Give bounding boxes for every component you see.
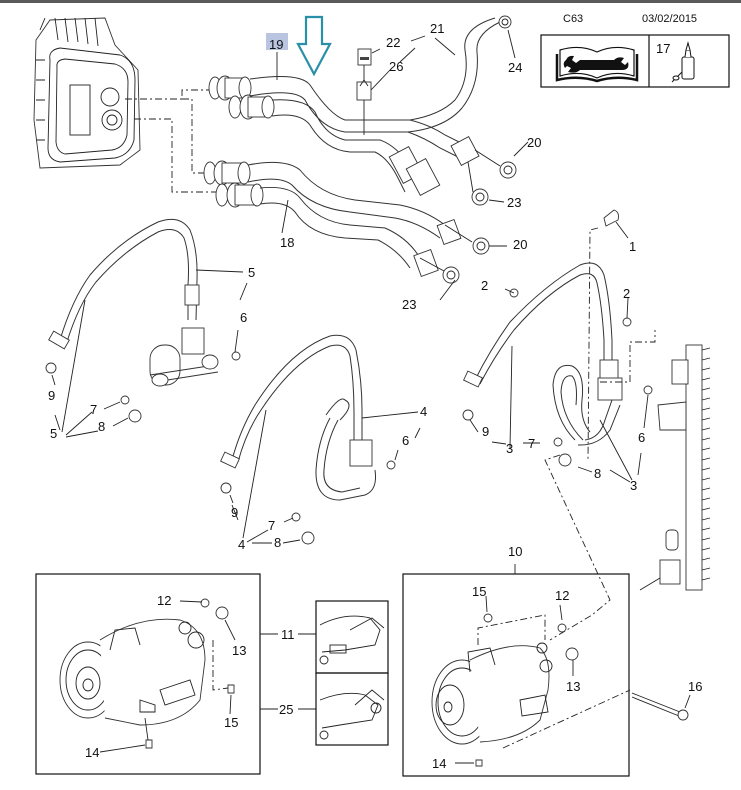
callout-23-upper[interactable]: 23: [507, 195, 521, 210]
callout-9-center[interactable]: 9: [231, 505, 238, 520]
detail-11-drawing: [319, 615, 385, 665]
clamp-23-lower[interactable]: [442, 266, 460, 284]
callout-7-left[interactable]: 7: [90, 402, 97, 417]
callout-4-upper[interactable]: 4: [420, 404, 427, 419]
evaporator-housing: [33, 17, 141, 169]
callout-25[interactable]: 25: [279, 702, 293, 717]
callout-14-right[interactable]: 14: [432, 756, 446, 771]
callout-10[interactable]: 10: [508, 544, 522, 559]
compressor-left[interactable]: [59, 598, 235, 749]
condenser: [639, 344, 711, 591]
callout-7-right[interactable]: 7: [528, 436, 535, 451]
callout-9-right[interactable]: 9: [482, 424, 489, 439]
callout-8-right[interactable]: 8: [594, 466, 601, 481]
clamp-20-lower[interactable]: [472, 237, 490, 255]
clamp-20-upper[interactable]: [499, 161, 517, 179]
callout-21[interactable]: 21: [430, 21, 444, 36]
selected-part-highlight: [266, 33, 288, 50]
callout-14-left[interactable]: 14: [85, 745, 99, 760]
detail-box-25[interactable]: [315, 672, 389, 746]
callout-6-center[interactable]: 6: [402, 433, 409, 448]
callout-13-left[interactable]: 13: [232, 643, 246, 658]
callout-16[interactable]: 16: [688, 679, 702, 694]
sealant-bottle-icon: [671, 41, 695, 83]
callout-11[interactable]: 11: [281, 627, 295, 642]
callout-22[interactable]: 22: [386, 35, 400, 50]
clamp-23-upper[interactable]: [471, 188, 489, 206]
callout-20-lower[interactable]: 20: [513, 237, 527, 252]
callout-6-right[interactable]: 6: [638, 430, 645, 445]
compressor-detail-box-left: [35, 573, 261, 775]
callout-26[interactable]: 26: [389, 59, 403, 74]
callout-3-right[interactable]: 3: [630, 478, 637, 493]
compressor-right[interactable]: [431, 613, 579, 767]
hose-assembly-5[interactable]: [45, 218, 241, 423]
callout-18[interactable]: 18: [280, 235, 294, 250]
callout-19[interactable]: 19: [269, 37, 283, 52]
callout-1[interactable]: 1: [629, 239, 636, 254]
hose-assembly-4[interactable]: [220, 334, 396, 545]
detail-25-drawing: [319, 689, 385, 740]
callout-9-left[interactable]: 9: [48, 388, 55, 403]
hose-assembly-19[interactable]: [208, 17, 501, 197]
connector-22-26[interactable]: [356, 48, 372, 135]
hose-assembly-3[interactable]: [462, 209, 653, 467]
callout-15-right[interactable]: 15: [472, 584, 486, 599]
callout-12-left[interactable]: 12: [157, 593, 171, 608]
down-arrow-icon: [296, 15, 332, 77]
callout-20-upper[interactable]: 20: [527, 135, 541, 150]
clamp-24[interactable]: [498, 15, 512, 29]
callout-6-left[interactable]: 6: [240, 310, 247, 325]
repair-manual-book-wrench-icon: [555, 46, 639, 83]
callout-23-lower[interactable]: 23: [402, 297, 416, 312]
callout-4-lower[interactable]: 4: [238, 537, 245, 552]
legend-box: 17: [540, 34, 730, 88]
callout-13-right[interactable]: 13: [566, 679, 580, 694]
callout-8-left[interactable]: 8: [98, 419, 105, 434]
diagram-date: 03/02/2015: [642, 13, 697, 25]
callouts: 21 22 26 24 20 23 18 20 1 5 2 2 23 6 9 7…: [48, 21, 702, 771]
callout-8-center[interactable]: 8: [274, 535, 281, 550]
bolt-16[interactable]: [631, 692, 689, 721]
callout-3-left[interactable]: 3: [506, 441, 513, 456]
hose-assembly-18[interactable]: [203, 160, 462, 277]
callout-2-right[interactable]: 2: [623, 286, 630, 301]
diagram-code: C63: [563, 13, 583, 25]
callout-5-upper[interactable]: 5: [248, 265, 255, 280]
sealant-ref-number: 17: [656, 41, 670, 56]
callout-2-left[interactable]: 2: [481, 278, 488, 293]
callout-7-center[interactable]: 7: [268, 518, 275, 533]
compressor-detail-box-right: [402, 573, 630, 777]
callout-5-lower[interactable]: 5: [50, 426, 57, 441]
top-border: [0, 0, 741, 3]
callout-24[interactable]: 24: [508, 60, 522, 75]
callout-12-right[interactable]: 12: [555, 588, 569, 603]
callout-15-left[interactable]: 15: [224, 715, 238, 730]
